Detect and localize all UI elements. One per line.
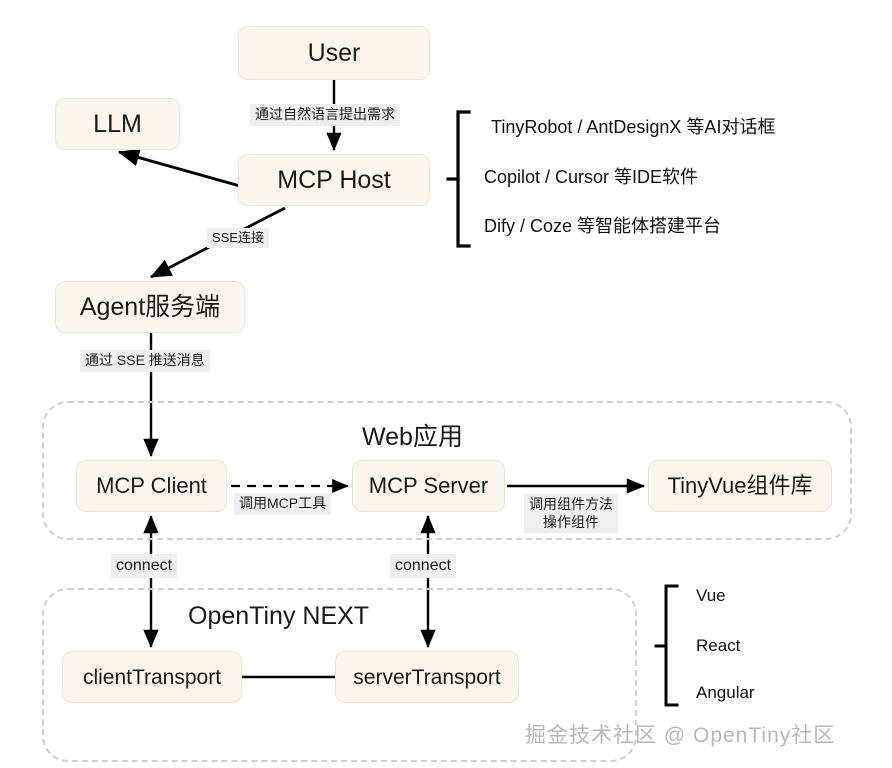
edge-mcphost-to-llm — [117, 148, 241, 188]
group-opentiny-next — [42, 588, 637, 762]
edge-label-call-component-line1: 调用组件方法 — [529, 496, 613, 512]
bracket-item-angular: Angular — [696, 683, 755, 702]
node-mcp-host-label: MCP Host — [277, 165, 391, 194]
group-web-app — [42, 401, 852, 540]
node-mcp-client[interactable]: MCP Client — [76, 460, 227, 512]
host-clients-bracket-icon — [456, 110, 471, 248]
node-agent-server-label: Agent服务端 — [79, 292, 221, 321]
group-web-app-title: Web应用 — [362, 423, 463, 451]
frameworks-bracket-icon — [664, 584, 679, 707]
node-llm-label: LLM — [93, 109, 142, 138]
node-tinyvue-library[interactable]: TinyVue组件库 — [648, 460, 832, 512]
edge-label-sse-push-message: 通过 SSE 推送消息 — [80, 350, 210, 372]
node-server-transport-label: serverTransport — [353, 665, 501, 689]
edge-label-call-component-method: 调用组件方法 操作组件 — [524, 494, 618, 533]
bracket-item-agent-platform: Dify / Coze 等智能体搭建平台 — [484, 216, 722, 236]
group-opentiny-next-title: OpenTiny NEXT — [188, 602, 370, 630]
watermark: 掘金技术社区 @ OpenTiny社区 — [525, 724, 836, 747]
node-mcp-server-label: MCP Server — [368, 473, 489, 498]
edge-label-sse-connect: SSE连接 — [207, 228, 270, 249]
edge-label-call-component-line2: 操作组件 — [543, 513, 599, 530]
edge-label-connect-left: connect — [111, 554, 178, 578]
node-client-transport-label: clientTransport — [82, 665, 222, 689]
bracket-item-react: React — [696, 636, 741, 655]
node-client-transport[interactable]: clientTransport — [62, 651, 242, 703]
node-tinyvue-library-label: TinyVue组件库 — [667, 473, 813, 498]
edge-label-natural-language-request: 通过自然语言提出需求 — [250, 104, 400, 126]
node-mcp-server[interactable]: MCP Server — [352, 460, 505, 512]
edge-label-connect-right: connect — [390, 554, 457, 578]
node-user-label: User — [307, 38, 361, 67]
edge-label-call-mcp-tool: 调用MCP工具 — [234, 493, 332, 515]
node-mcp-host[interactable]: MCP Host — [238, 154, 430, 206]
bracket-item-ai-chatbox: TinyRobot / AntDesignX 等AI对话框 — [491, 117, 776, 137]
bracket-item-vue: Vue — [696, 586, 726, 605]
node-server-transport[interactable]: serverTransport — [335, 651, 519, 703]
node-agent-server[interactable]: Agent服务端 — [55, 281, 245, 333]
node-llm[interactable]: LLM — [55, 98, 180, 150]
node-user[interactable]: User — [238, 26, 430, 80]
bracket-item-ide-software: Copilot / Cursor 等IDE软件 — [484, 167, 699, 187]
node-mcp-client-label: MCP Client — [96, 473, 207, 498]
